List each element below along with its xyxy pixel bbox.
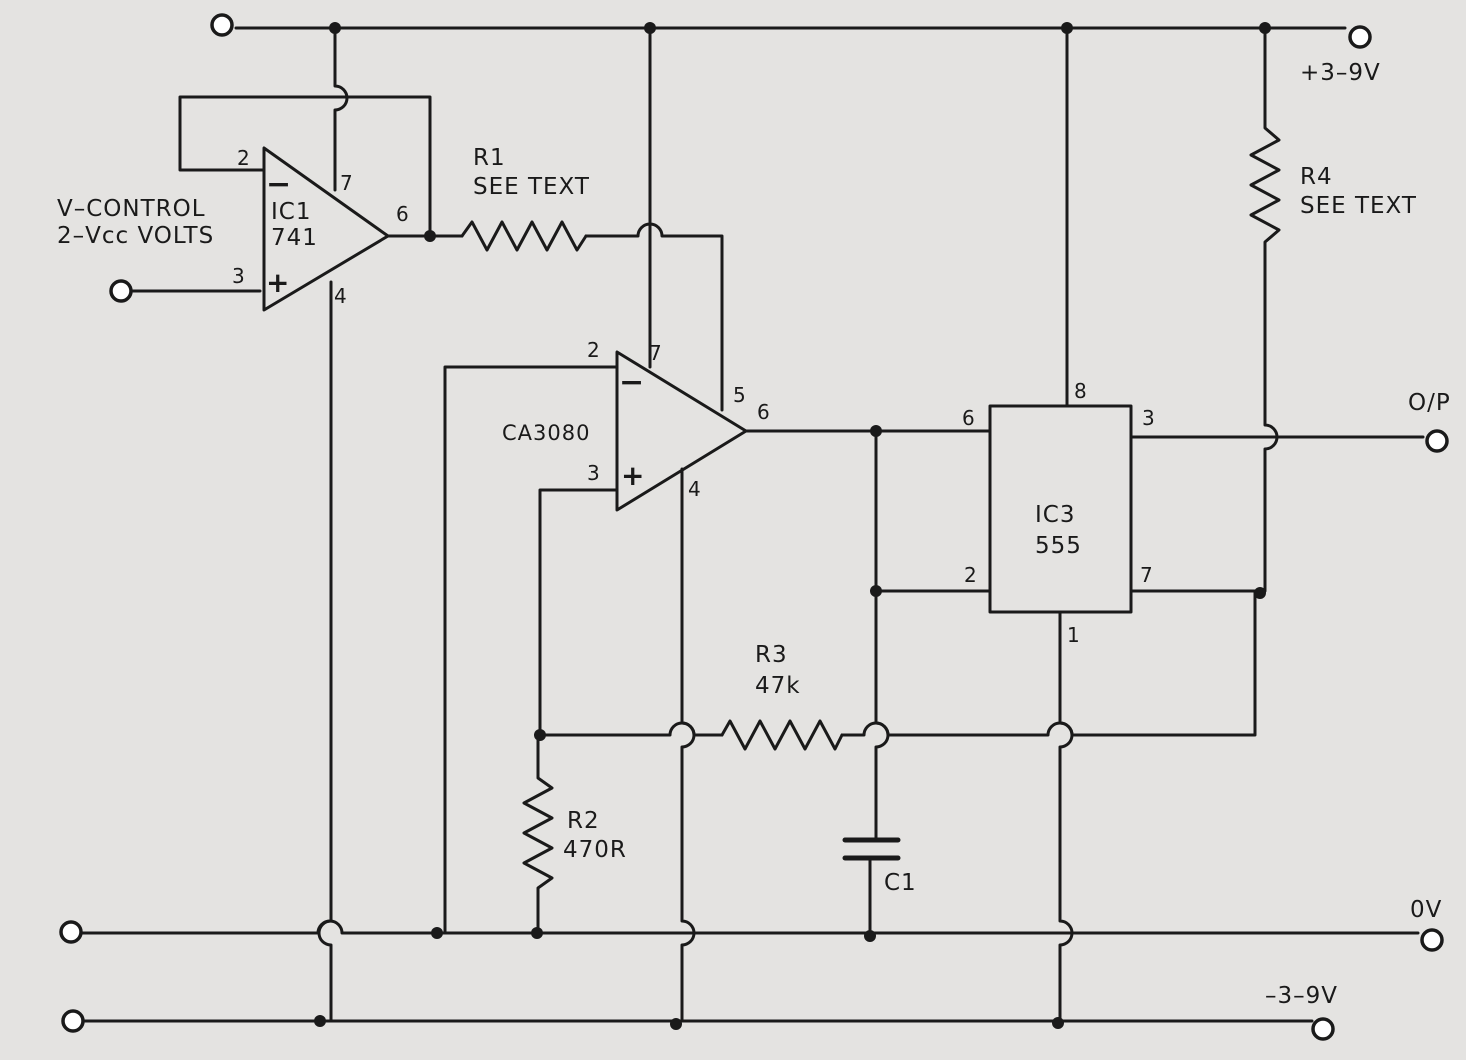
junction-dot: [534, 729, 546, 741]
negative-supply-label: –3–9V: [1265, 983, 1338, 1009]
ic3-pin-7: 7: [1140, 563, 1153, 587]
c1-name: C1: [884, 870, 917, 896]
ic3-pin-3: 3: [1142, 406, 1155, 430]
ic1-pin-4: 4: [334, 284, 347, 308]
ca3080-inv-to-ground: [443, 365, 619, 935]
junctions: [314, 22, 1271, 1030]
ca3080-minus-sign: −: [619, 365, 645, 400]
r3-value: 47k: [755, 673, 801, 699]
ic1-pin4-supply: [317, 280, 333, 1023]
ic3-555-body: [988, 404, 1133, 614]
ca3080-pin4-supply: [680, 467, 696, 1023]
junction-dot: [1061, 22, 1073, 34]
ic3-pin1-wire: [1058, 610, 1074, 1023]
ca3080-pin-3: 3: [587, 461, 600, 485]
ic3-pin-2: 2: [964, 563, 977, 587]
ic1-pin-6: 6: [396, 202, 409, 226]
ca3080-pin-6: 6: [757, 400, 770, 424]
junction-dot: [864, 930, 876, 942]
timing-node-wire: [874, 429, 890, 840]
output-terminal: [1425, 429, 1449, 453]
ic1-feedback-loop: [178, 95, 432, 238]
positive-rail-left-terminal: [210, 13, 234, 37]
positive-supply-label: +3–9V: [1300, 60, 1381, 86]
ic3-pin-1: 1: [1067, 623, 1080, 647]
r2-name: R2: [567, 808, 600, 834]
r4-name: R4: [1300, 164, 1333, 190]
ic1-pin-2: 2: [237, 146, 250, 170]
junction-dot: [531, 927, 543, 939]
terminals: [59, 13, 1449, 1041]
r4-symbol: [1249, 26, 1281, 593]
r1-symbol: [460, 220, 588, 252]
ic1-pin-3: 3: [232, 264, 245, 288]
r2-symbol: [522, 733, 554, 935]
junction-dot: [870, 585, 882, 597]
output-label: O/P: [1408, 390, 1451, 416]
r1-name: R1: [473, 145, 506, 171]
labels: +3–9V O/P 0V –3–9V V–CONTROL 2–Vcc VOLTS…: [57, 60, 1451, 1009]
ic1-minus-sign: −: [266, 167, 292, 202]
ca3080-plus-sign: +: [621, 459, 645, 492]
junction-dot: [431, 927, 443, 939]
ca3080-pin-4: 4: [688, 477, 701, 501]
control-input-label: V–CONTROL: [57, 196, 206, 222]
ca3080-pin-7: 7: [649, 341, 662, 365]
junction-dot: [1052, 1017, 1064, 1029]
ic1-type: 741: [271, 225, 318, 251]
ca3080-name: CA3080: [502, 421, 590, 445]
junction-dot: [1254, 587, 1266, 599]
ca3080-opamp-body: [615, 350, 748, 512]
ground-right-terminal: [1420, 928, 1444, 952]
ic1-name: IC1: [271, 199, 311, 225]
junction-dot: [870, 425, 882, 437]
ic1-pin-7: 7: [340, 171, 353, 195]
ic3-pin-8: 8: [1074, 379, 1087, 403]
ic1-opamp-body: [262, 146, 390, 312]
ca3080-pin-2: 2: [587, 338, 600, 362]
junction-dot: [670, 1018, 682, 1030]
positive-rail-terminal: [1348, 25, 1372, 49]
ca3080-noninv-wire: [538, 488, 619, 737]
junction-dot: [314, 1015, 326, 1027]
ic3-type: 555: [1035, 533, 1082, 559]
junction-dot: [644, 22, 656, 34]
ic1-plus-sign: +: [266, 266, 290, 299]
r3-name: R3: [755, 642, 788, 668]
negative-left-terminal: [61, 1009, 85, 1033]
ground-rail: [80, 919, 1420, 935]
ground-left-terminal: [59, 920, 83, 944]
control-input-range: 2–Vcc VOLTS: [57, 223, 214, 249]
junction-dot: [424, 230, 436, 242]
negative-right-terminal: [1311, 1017, 1335, 1041]
junction-dot: [1259, 22, 1271, 34]
r4-value: SEE TEXT: [1300, 193, 1417, 219]
r1-to-ca3080-pin5: [584, 222, 724, 412]
wires: [80, 26, 1425, 1023]
control-input-terminal: [109, 279, 133, 303]
ic3-name: IC3: [1035, 502, 1075, 528]
r2-value: 470R: [563, 837, 627, 863]
junction-dot: [329, 22, 341, 34]
r3-left-wire: [538, 721, 724, 737]
r1-value: SEE TEXT: [473, 174, 590, 200]
ground-label: 0V: [1410, 897, 1442, 923]
ic1-pin7-supply: [333, 26, 349, 192]
r3-symbol: [720, 719, 844, 751]
ic3-pin-6: 6: [962, 406, 975, 430]
ca3080-pin-5: 5: [733, 383, 746, 407]
